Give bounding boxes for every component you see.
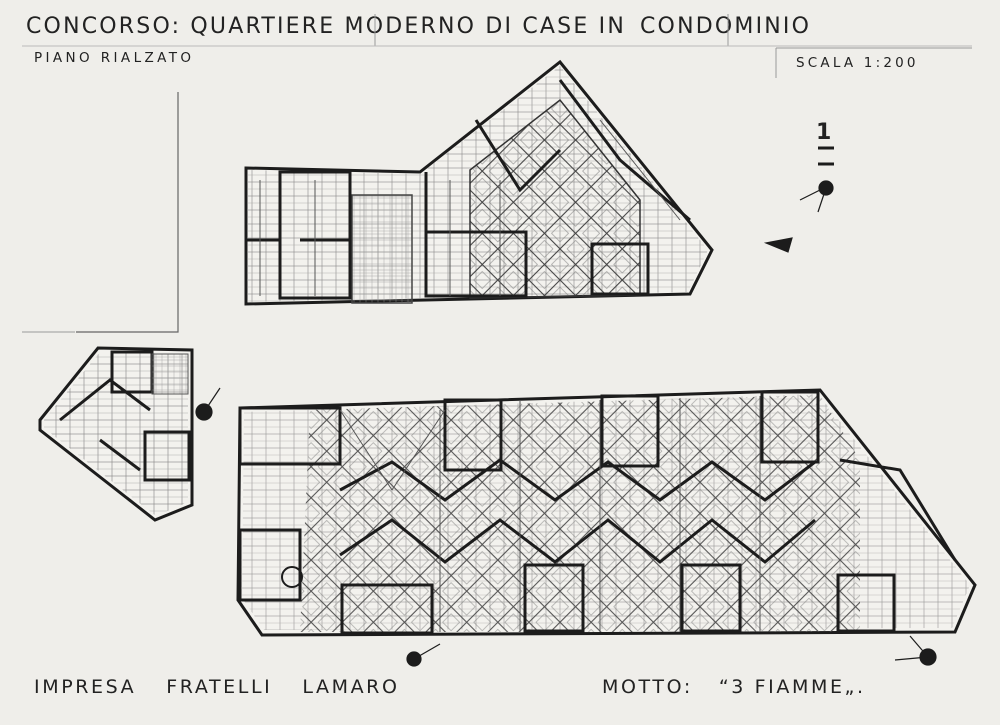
north-marker-number: 1 <box>816 120 832 145</box>
building-bottom <box>236 388 977 637</box>
drawing-title: CONCORSO: QUARTIERE MODERNO DI CASE IN CO… <box>26 14 811 39</box>
section-marker-icons <box>195 146 937 667</box>
motto-value: “3 FIAMME„. <box>718 676 866 698</box>
scale-label: SCALA 1:200 <box>796 55 919 71</box>
company-word-1: IMPRESA <box>34 676 137 698</box>
marker-bottom-right-icon <box>894 635 937 666</box>
title-part-2: CONDOMINIO <box>640 14 812 39</box>
north-arrow-icon <box>763 146 834 253</box>
floor-label: PIANO RIALZATO <box>34 50 195 66</box>
marker-left-icon <box>195 387 221 421</box>
company-word-2: FRATELLI <box>166 676 273 698</box>
company-word-3: LAMARO <box>302 676 400 698</box>
marker-bottom-left-icon <box>406 643 441 667</box>
building-top <box>244 59 714 306</box>
title-separators <box>22 14 972 78</box>
building-small-left <box>38 346 194 522</box>
motto-label: MOTTO: “3 FIAMME„. <box>602 676 892 698</box>
company-label: IMPRESA FRATELLI LAMARO <box>34 676 430 698</box>
street-edge <box>22 92 179 333</box>
motto-key: MOTTO: <box>602 676 693 698</box>
title-part-1: CONCORSO: QUARTIERE MODERNO DI CASE IN <box>26 14 626 39</box>
